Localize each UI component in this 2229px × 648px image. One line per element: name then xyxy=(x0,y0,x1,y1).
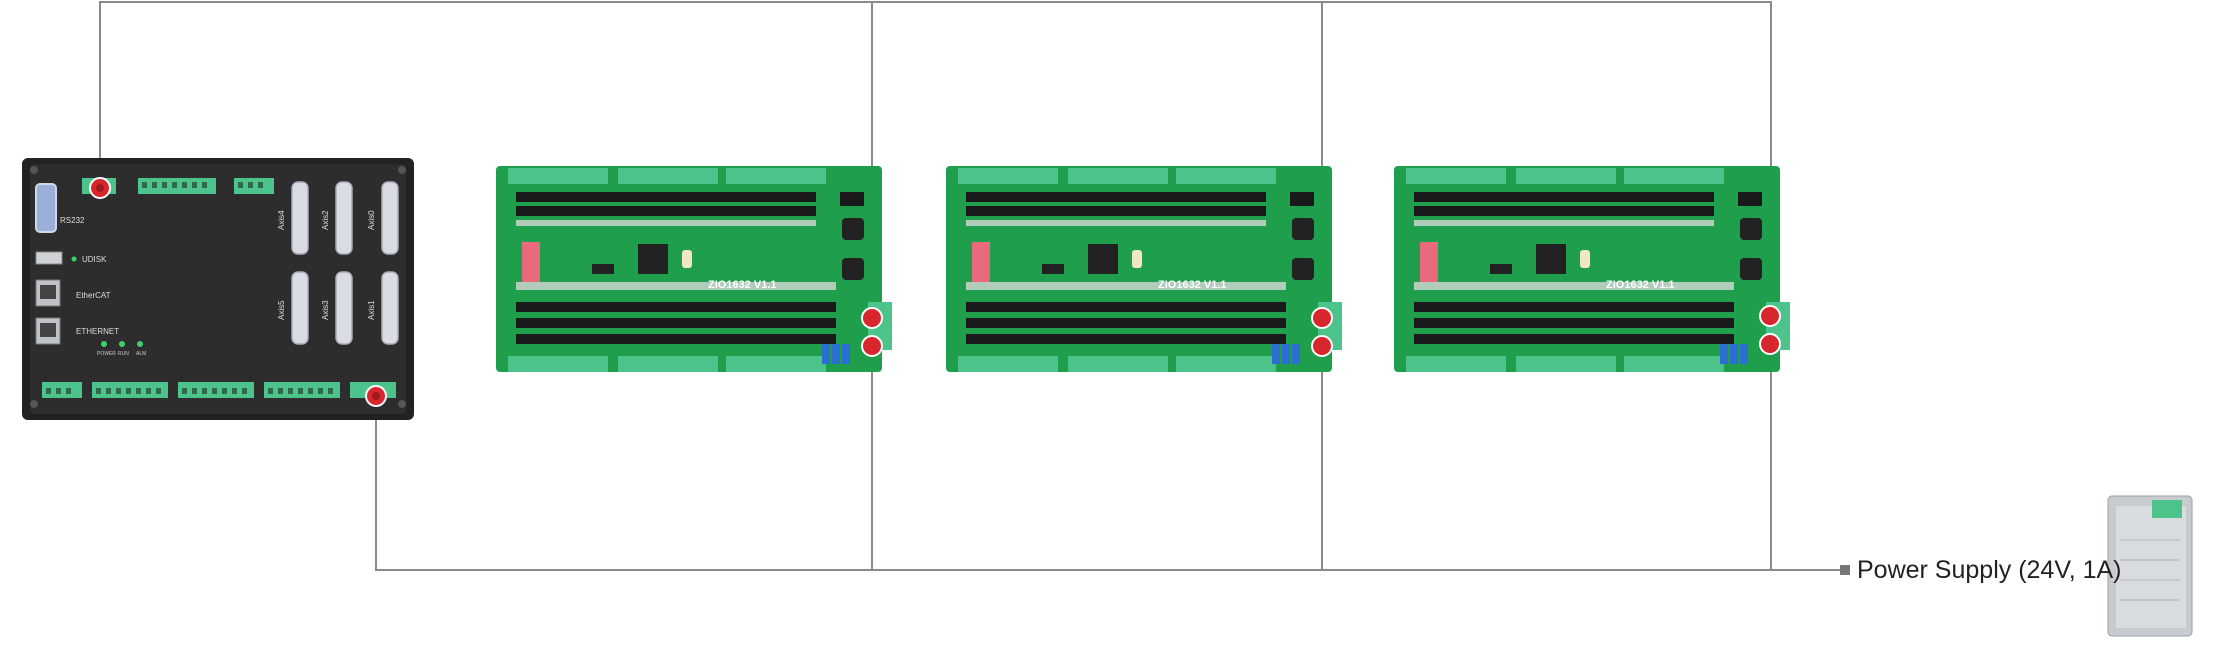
alm-led xyxy=(137,341,143,347)
screw-icon xyxy=(30,166,38,174)
power-supply-unit xyxy=(2107,495,2193,637)
screw-icon xyxy=(30,400,38,408)
io-board-3-power-marker xyxy=(1759,333,1781,355)
io-board-2: ZIO1632 V1.1 xyxy=(946,166,1342,372)
axis1-label: Axis1 xyxy=(367,300,376,320)
io-board-1-model: ZIO1632 V1.1 xyxy=(708,279,777,291)
power-wire-terminal xyxy=(1840,565,1850,575)
screw-icon xyxy=(398,166,406,174)
ethercat-label: EtherCAT xyxy=(76,291,111,300)
psu-face xyxy=(2116,506,2186,628)
psu-vents xyxy=(2120,539,2180,601)
power-bottom-wire xyxy=(375,398,1840,571)
terminal-pins xyxy=(142,182,263,188)
power-led-label: POWER xyxy=(97,351,116,357)
axis0-label: Axis0 xyxy=(367,210,376,230)
io-board-3: ZIO1632 V1.1 xyxy=(1394,166,1790,372)
axis1-connector xyxy=(381,271,399,345)
ethernet-label: ETHERNET xyxy=(76,327,119,336)
alm-led-label: ALM xyxy=(136,351,146,357)
axis5-connector xyxy=(291,271,309,345)
controller-body xyxy=(30,164,406,414)
axis3-connector xyxy=(335,271,353,345)
io-board-3-model: ZIO1632 V1.1 xyxy=(1606,279,1675,291)
axis2-label: Axis2 xyxy=(321,210,330,230)
io-board-2-power-marker xyxy=(1311,335,1333,357)
ethernet-port-socket xyxy=(40,323,56,337)
io-board-2-body xyxy=(946,166,1342,372)
ethercat-port-socket xyxy=(40,285,56,299)
io-board-1-body xyxy=(496,166,892,372)
io-board-2-can-marker xyxy=(1311,307,1333,329)
io-board-1-power-marker xyxy=(861,335,883,357)
run-led xyxy=(119,341,125,347)
udisk-led xyxy=(71,256,77,262)
screw-icon xyxy=(398,400,406,408)
io-board-1: ZIO1632 V1.1 xyxy=(496,166,892,372)
axis2-connector xyxy=(335,181,353,255)
axis4-connector xyxy=(291,181,309,255)
axis-connectors xyxy=(291,181,399,345)
motion-controller: RS232 UDISK EtherCAT ETHERNET POWER xyxy=(22,158,414,420)
udisk-port xyxy=(35,251,63,265)
power-supply-label: Power Supply (24V, 1A) xyxy=(1857,556,2122,584)
io-board-2-model: ZIO1632 V1.1 xyxy=(1158,279,1227,291)
run-led-label: RUN xyxy=(118,351,129,357)
io-board-1-can-marker xyxy=(861,307,883,329)
axis0-connector xyxy=(381,181,399,255)
axis5-label: Axis5 xyxy=(277,300,286,320)
io-board-3-body xyxy=(1394,166,1790,372)
axis3-label: Axis3 xyxy=(321,300,330,320)
rs232-label: RS232 xyxy=(60,216,85,225)
io-board-3-can-marker xyxy=(1759,305,1781,327)
axis4-label: Axis4 xyxy=(277,210,286,230)
rs232-port xyxy=(35,183,57,233)
can-connector-dot xyxy=(96,184,104,192)
udisk-label: UDISK xyxy=(82,255,107,264)
psu-terminal xyxy=(2152,500,2182,518)
power-connector-dot xyxy=(372,392,380,400)
power-led xyxy=(101,341,107,347)
bottom-terminal-pins xyxy=(46,388,333,394)
